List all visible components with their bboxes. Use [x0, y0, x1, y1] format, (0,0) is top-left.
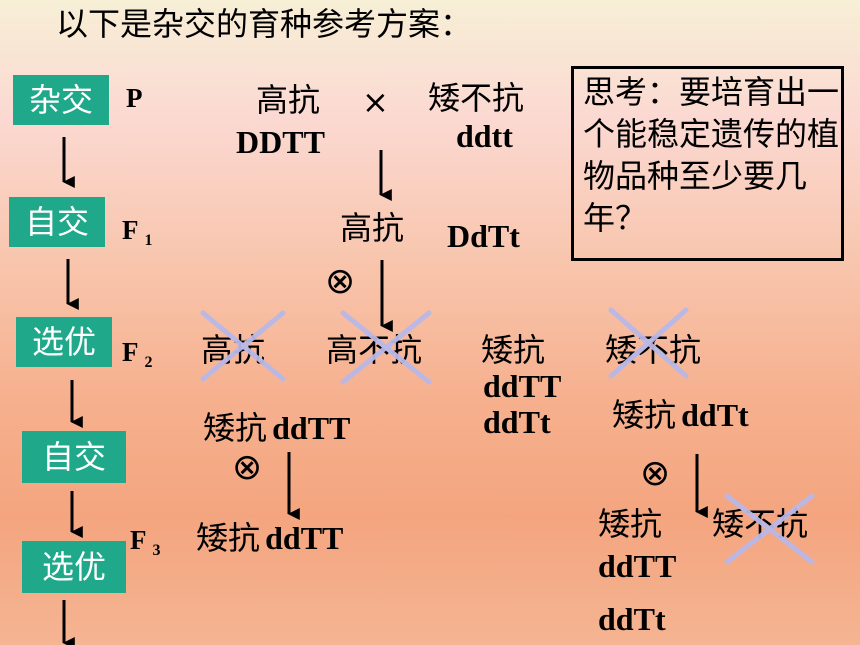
- step-hybridize: 杂交: [13, 75, 109, 125]
- think-box: 思考：要培育出一个能稳定遗传的植物品种至少要几年？: [571, 66, 844, 261]
- branch-left: 矮抗 ddTT: [203, 409, 351, 447]
- parent2-genotype: ddtt: [456, 118, 513, 154]
- page-title: 以下是杂交的育种参考方案：: [56, 5, 473, 43]
- f3-right-genotype-1: ddTT: [598, 548, 677, 584]
- f3-right-genotype-2: ddTt: [598, 601, 666, 637]
- parent2-phenotype: 矮不抗: [428, 79, 525, 117]
- f2-short-resistant: 矮抗: [481, 331, 546, 369]
- selfing-symbol-left: ⊗: [232, 447, 263, 488]
- f1-phenotype: 高抗: [340, 209, 405, 247]
- f2-tall-nonresistant: 高不抗: [326, 331, 423, 369]
- cross-symbol: ×: [362, 83, 389, 121]
- gen-p: P: [126, 83, 143, 113]
- f1-genotype: DdTt: [447, 218, 520, 254]
- f3-right-phenotype: 矮抗: [598, 505, 663, 543]
- f2-tall-resistant: 高抗: [201, 331, 266, 369]
- f2-genotype-ddtt: ddTT: [483, 368, 562, 404]
- step-select: 选优: [16, 317, 112, 367]
- f2-genotype-ddtt-2: ddTt: [483, 404, 551, 440]
- step-select-2: 选优: [22, 541, 126, 593]
- selfing-symbol-right: ⊗: [640, 453, 671, 494]
- parent1-phenotype: 高抗: [256, 81, 321, 119]
- f3-left: 矮抗 ddTT: [196, 519, 344, 557]
- f3-right-other-phenotype: 矮不抗: [712, 505, 809, 543]
- parent1-genotype: DDTT: [236, 124, 325, 160]
- selfing-symbol: ⊗: [325, 261, 356, 302]
- branch-right: 矮抗 ddTt: [612, 396, 749, 434]
- step-self-cross: 自交: [9, 197, 105, 247]
- f2-short-nonresistant: 矮不抗: [605, 331, 702, 369]
- step-self-cross-2: 自交: [22, 431, 126, 483]
